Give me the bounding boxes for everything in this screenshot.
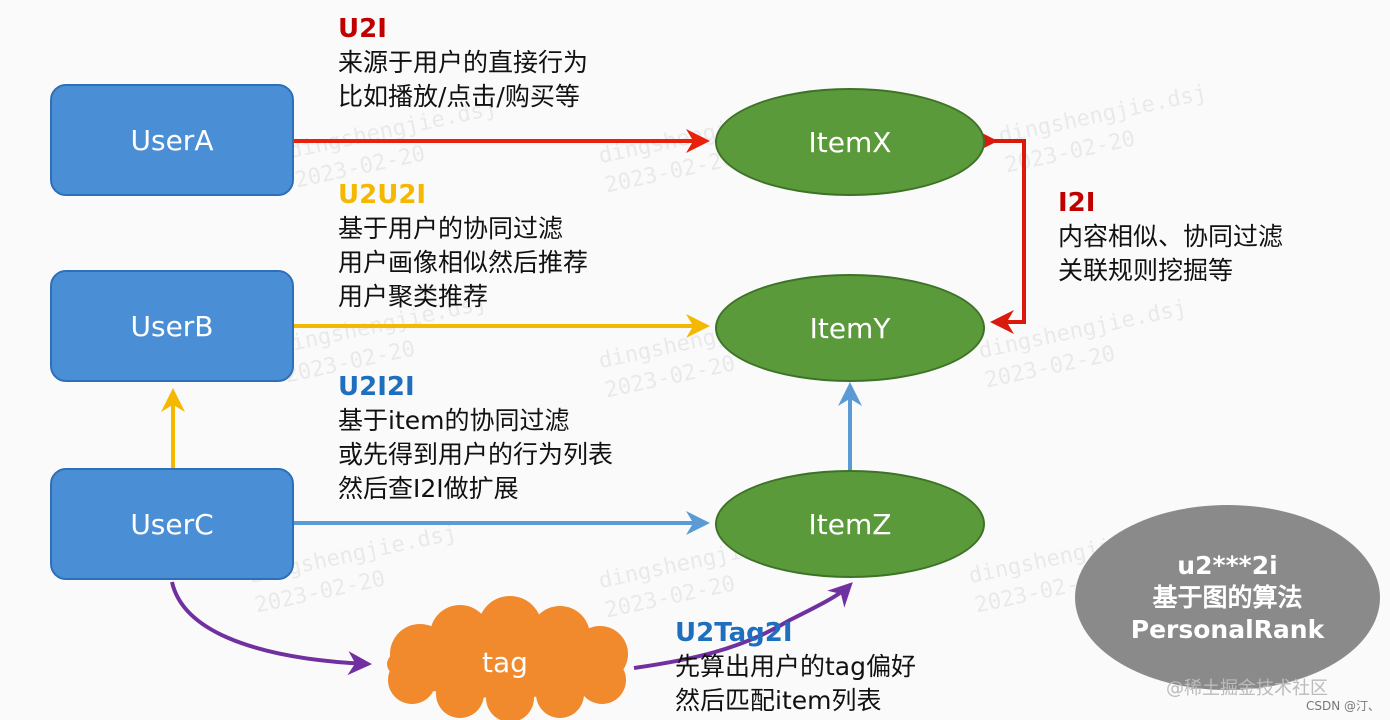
label-line: 或先得到用户的行为列表 bbox=[338, 440, 614, 469]
label-line: 先算出用户的tag偏好 bbox=[675, 652, 916, 681]
label-line: 比如播放/点击/购买等 bbox=[338, 82, 580, 111]
label-u2u2i: U2U2I 基于用户的协同过滤 用户画像相似然后推荐 用户聚类推荐 bbox=[338, 178, 588, 314]
label-title: U2Tag2I bbox=[675, 618, 793, 648]
node-item-z: ItemZ bbox=[715, 470, 985, 578]
label-line: 基于用户的协同过滤 bbox=[338, 214, 564, 243]
node-user-b: UserB bbox=[50, 270, 294, 382]
rank-line: u2***2i bbox=[1177, 550, 1278, 580]
tag-cloud-shape bbox=[387, 596, 628, 720]
label-line: 来源于用户的直接行为 bbox=[338, 48, 589, 77]
label-u2i2i: U2I2I 基于item的协同过滤 或先得到用户的行为列表 然后查I2I做扩展 bbox=[338, 370, 613, 506]
node-user-a: UserA bbox=[50, 84, 294, 196]
node-item-y: ItemY bbox=[715, 274, 985, 382]
node-label: UserA bbox=[130, 123, 214, 157]
community-watermark: @稀土掘金技术社区 bbox=[1166, 678, 1328, 699]
label-line: 关联规则挖掘等 bbox=[1058, 256, 1234, 285]
label-line: 基于item的协同过滤 bbox=[338, 406, 570, 435]
rank-line: PersonalRank bbox=[1130, 614, 1325, 644]
node-user-c: UserC bbox=[50, 468, 294, 580]
personalrank-ellipse: u2***2i 基于图的算法 PersonalRank bbox=[1075, 505, 1380, 690]
label-i2i: I2I 内容相似、协同过滤 关联规则挖掘等 bbox=[1058, 186, 1283, 288]
arrow-i2i bbox=[974, 129, 1026, 334]
arrow-tag-itemz bbox=[633, 582, 853, 670]
node-label: tag bbox=[482, 645, 528, 679]
node-label: UserB bbox=[130, 309, 214, 343]
arrow-userc-tag bbox=[170, 581, 372, 676]
label-title: I2I bbox=[1058, 188, 1096, 218]
node-label: ItemX bbox=[808, 125, 892, 159]
label-line: 用户聚类推荐 bbox=[338, 282, 489, 311]
label-u2i: U2I 来源于用户的直接行为 比如播放/点击/购买等 bbox=[338, 12, 588, 114]
label-line: 用户画像相似然后推荐 bbox=[338, 248, 589, 277]
rank-line: 基于图的算法 bbox=[1152, 582, 1303, 612]
label-title: U2I2I bbox=[338, 372, 415, 402]
csdn-credit: CSDN @汀、 bbox=[1305, 699, 1380, 713]
node-label: ItemZ bbox=[808, 507, 892, 541]
node-label: ItemY bbox=[809, 311, 891, 345]
node-tag: tag bbox=[380, 616, 630, 708]
label-line: 然后查I2I做扩展 bbox=[338, 474, 519, 503]
label-line: 然后匹配item列表 bbox=[675, 686, 882, 715]
label-line: 内容相似、协同过滤 bbox=[1058, 222, 1284, 251]
label-u2tag2i: U2Tag2I 先算出用户的tag偏好 然后匹配item列表 bbox=[675, 616, 916, 718]
node-item-x: ItemX bbox=[715, 88, 985, 196]
node-label: UserC bbox=[130, 507, 214, 541]
label-title: U2U2I bbox=[338, 180, 427, 210]
label-title: U2I bbox=[338, 14, 387, 44]
